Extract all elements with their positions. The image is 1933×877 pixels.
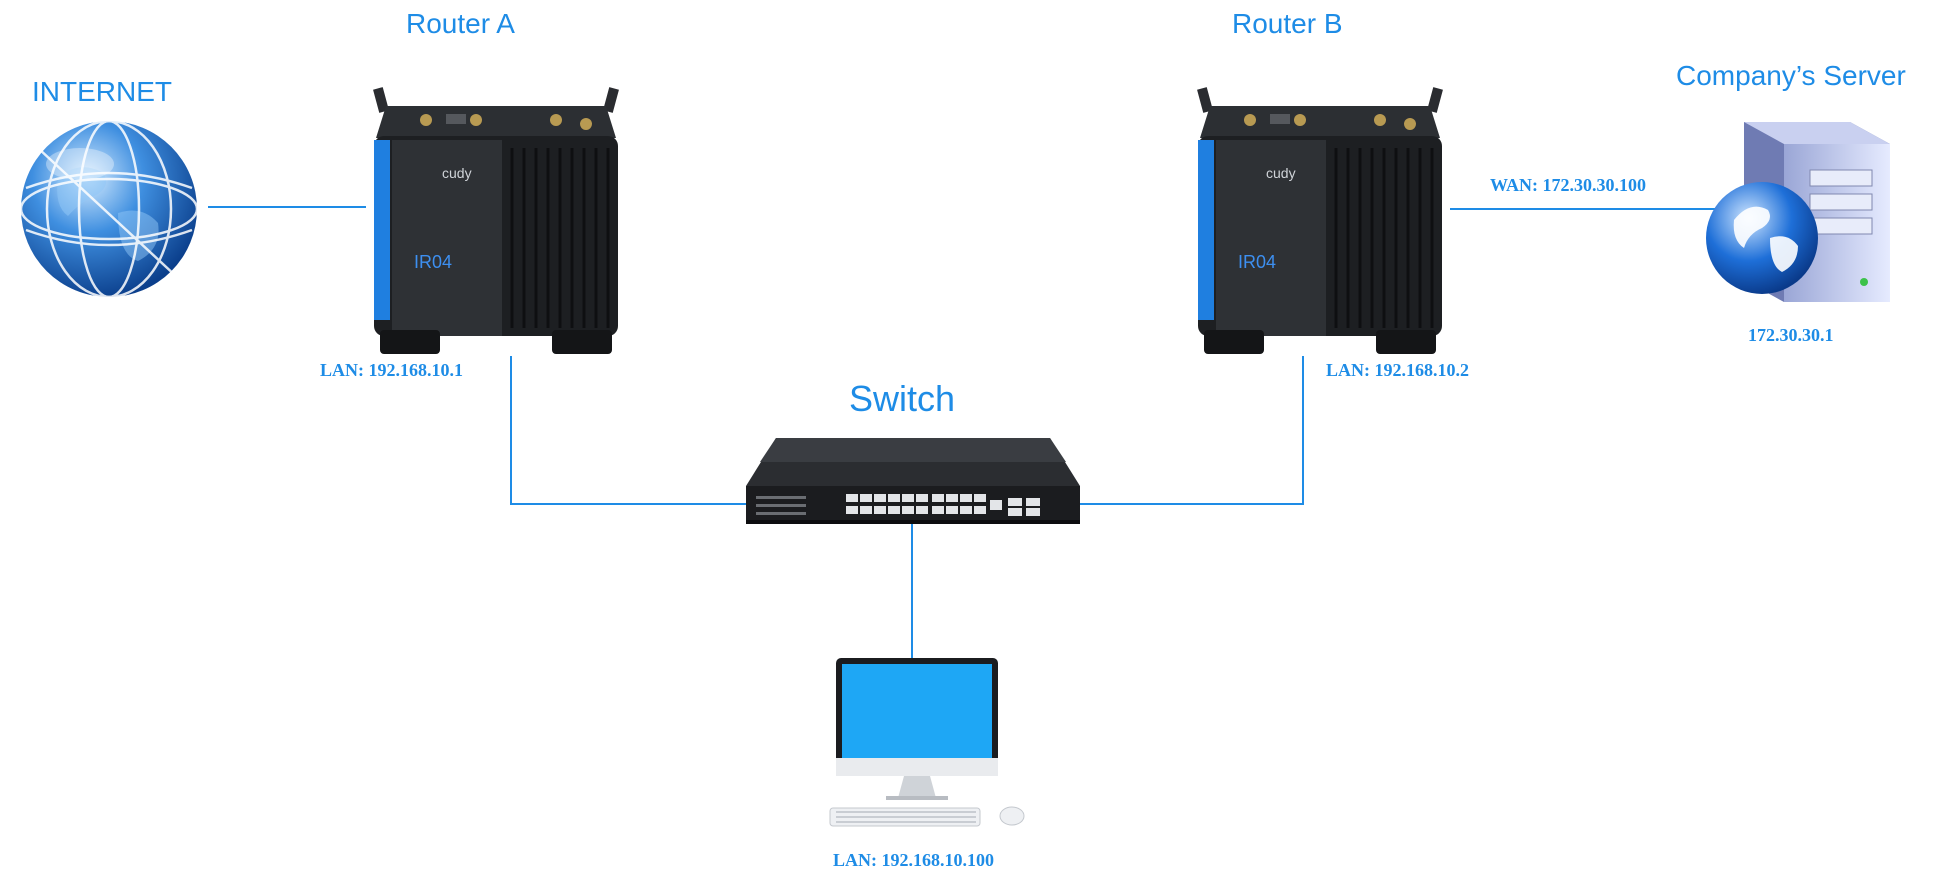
desktop-computer-icon	[826, 656, 1036, 832]
server-icon	[1700, 110, 1900, 310]
router-a-brand: cudy	[442, 165, 472, 181]
wire-switch-router-b	[1080, 503, 1304, 505]
server-ip-address: 172.30.30.1	[1748, 325, 1834, 345]
router-b-device: cudy IR04	[1190, 78, 1450, 356]
wire-router-a-down	[510, 356, 512, 505]
wire-router-b-server	[1450, 208, 1720, 210]
router-b-model: IR04	[1238, 252, 1276, 272]
server-label: Company’s Server	[1676, 60, 1906, 91]
wire-switch-pc	[911, 524, 913, 660]
wire-internet-router-a	[208, 206, 366, 208]
wire-router-b-down	[1302, 356, 1304, 505]
wire-router-a-switch	[510, 503, 746, 505]
router-b-label: Router B	[1232, 8, 1343, 39]
internet-label: INTERNET	[32, 76, 172, 107]
switch-label: Switch	[849, 378, 956, 419]
switch-device	[746, 438, 1080, 524]
router-b-brand: cudy	[1266, 165, 1296, 181]
pc-lan-address: LAN: 192.168.10.100	[833, 850, 994, 870]
router-b-lan-address: LAN: 192.168.10.2	[1326, 360, 1469, 380]
internet-globe-icon	[18, 118, 200, 300]
router-a-device: cudy IR04	[366, 78, 626, 356]
router-a-model: IR04	[414, 252, 452, 272]
router-a-label: Router A	[406, 8, 515, 39]
router-b-wan-address: WAN: 172.30.30.100	[1490, 175, 1646, 195]
router-a-lan-address: LAN: 192.168.10.1	[320, 360, 463, 380]
